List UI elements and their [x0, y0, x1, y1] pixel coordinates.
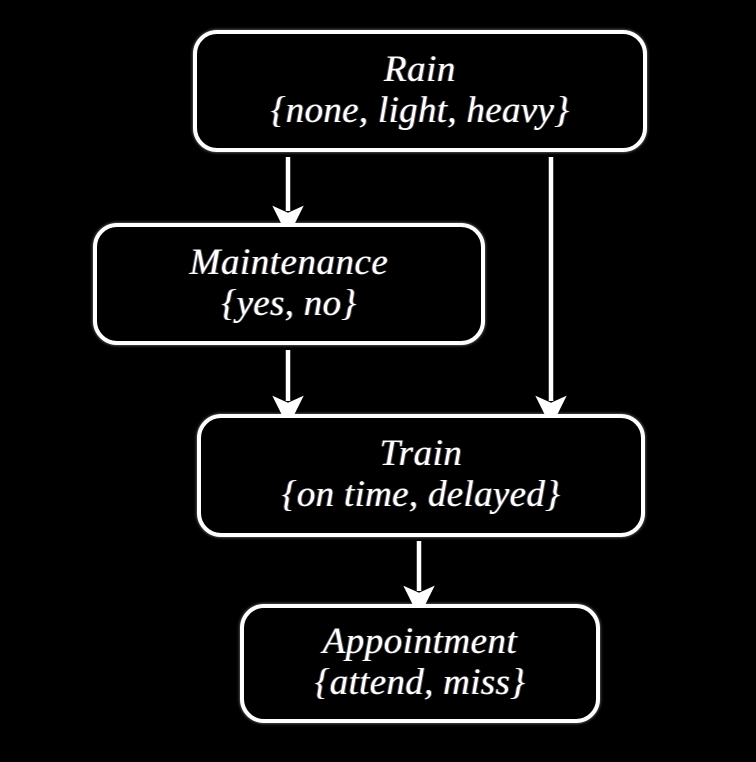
node-train-title: Train [379, 433, 463, 475]
node-maintenance-states: {yes, no} [221, 282, 357, 324]
node-maintenance[interactable]: Maintenance {yes, no} [93, 223, 485, 345]
node-train-states: {on time, delayed} [281, 474, 561, 516]
node-appointment-states: {attend, miss} [314, 662, 526, 704]
node-rain-title: Rain [384, 48, 456, 90]
node-rain-states: {none, light, heavy} [270, 89, 570, 131]
node-appointment[interactable]: Appointment {attend, miss} [240, 604, 600, 723]
node-maintenance-title: Maintenance [189, 241, 389, 283]
node-appointment-title: Appointment [322, 621, 518, 663]
node-rain[interactable]: Rain {none, light, heavy} [193, 30, 647, 152]
node-train[interactable]: Train {on time, delayed} [197, 414, 645, 537]
